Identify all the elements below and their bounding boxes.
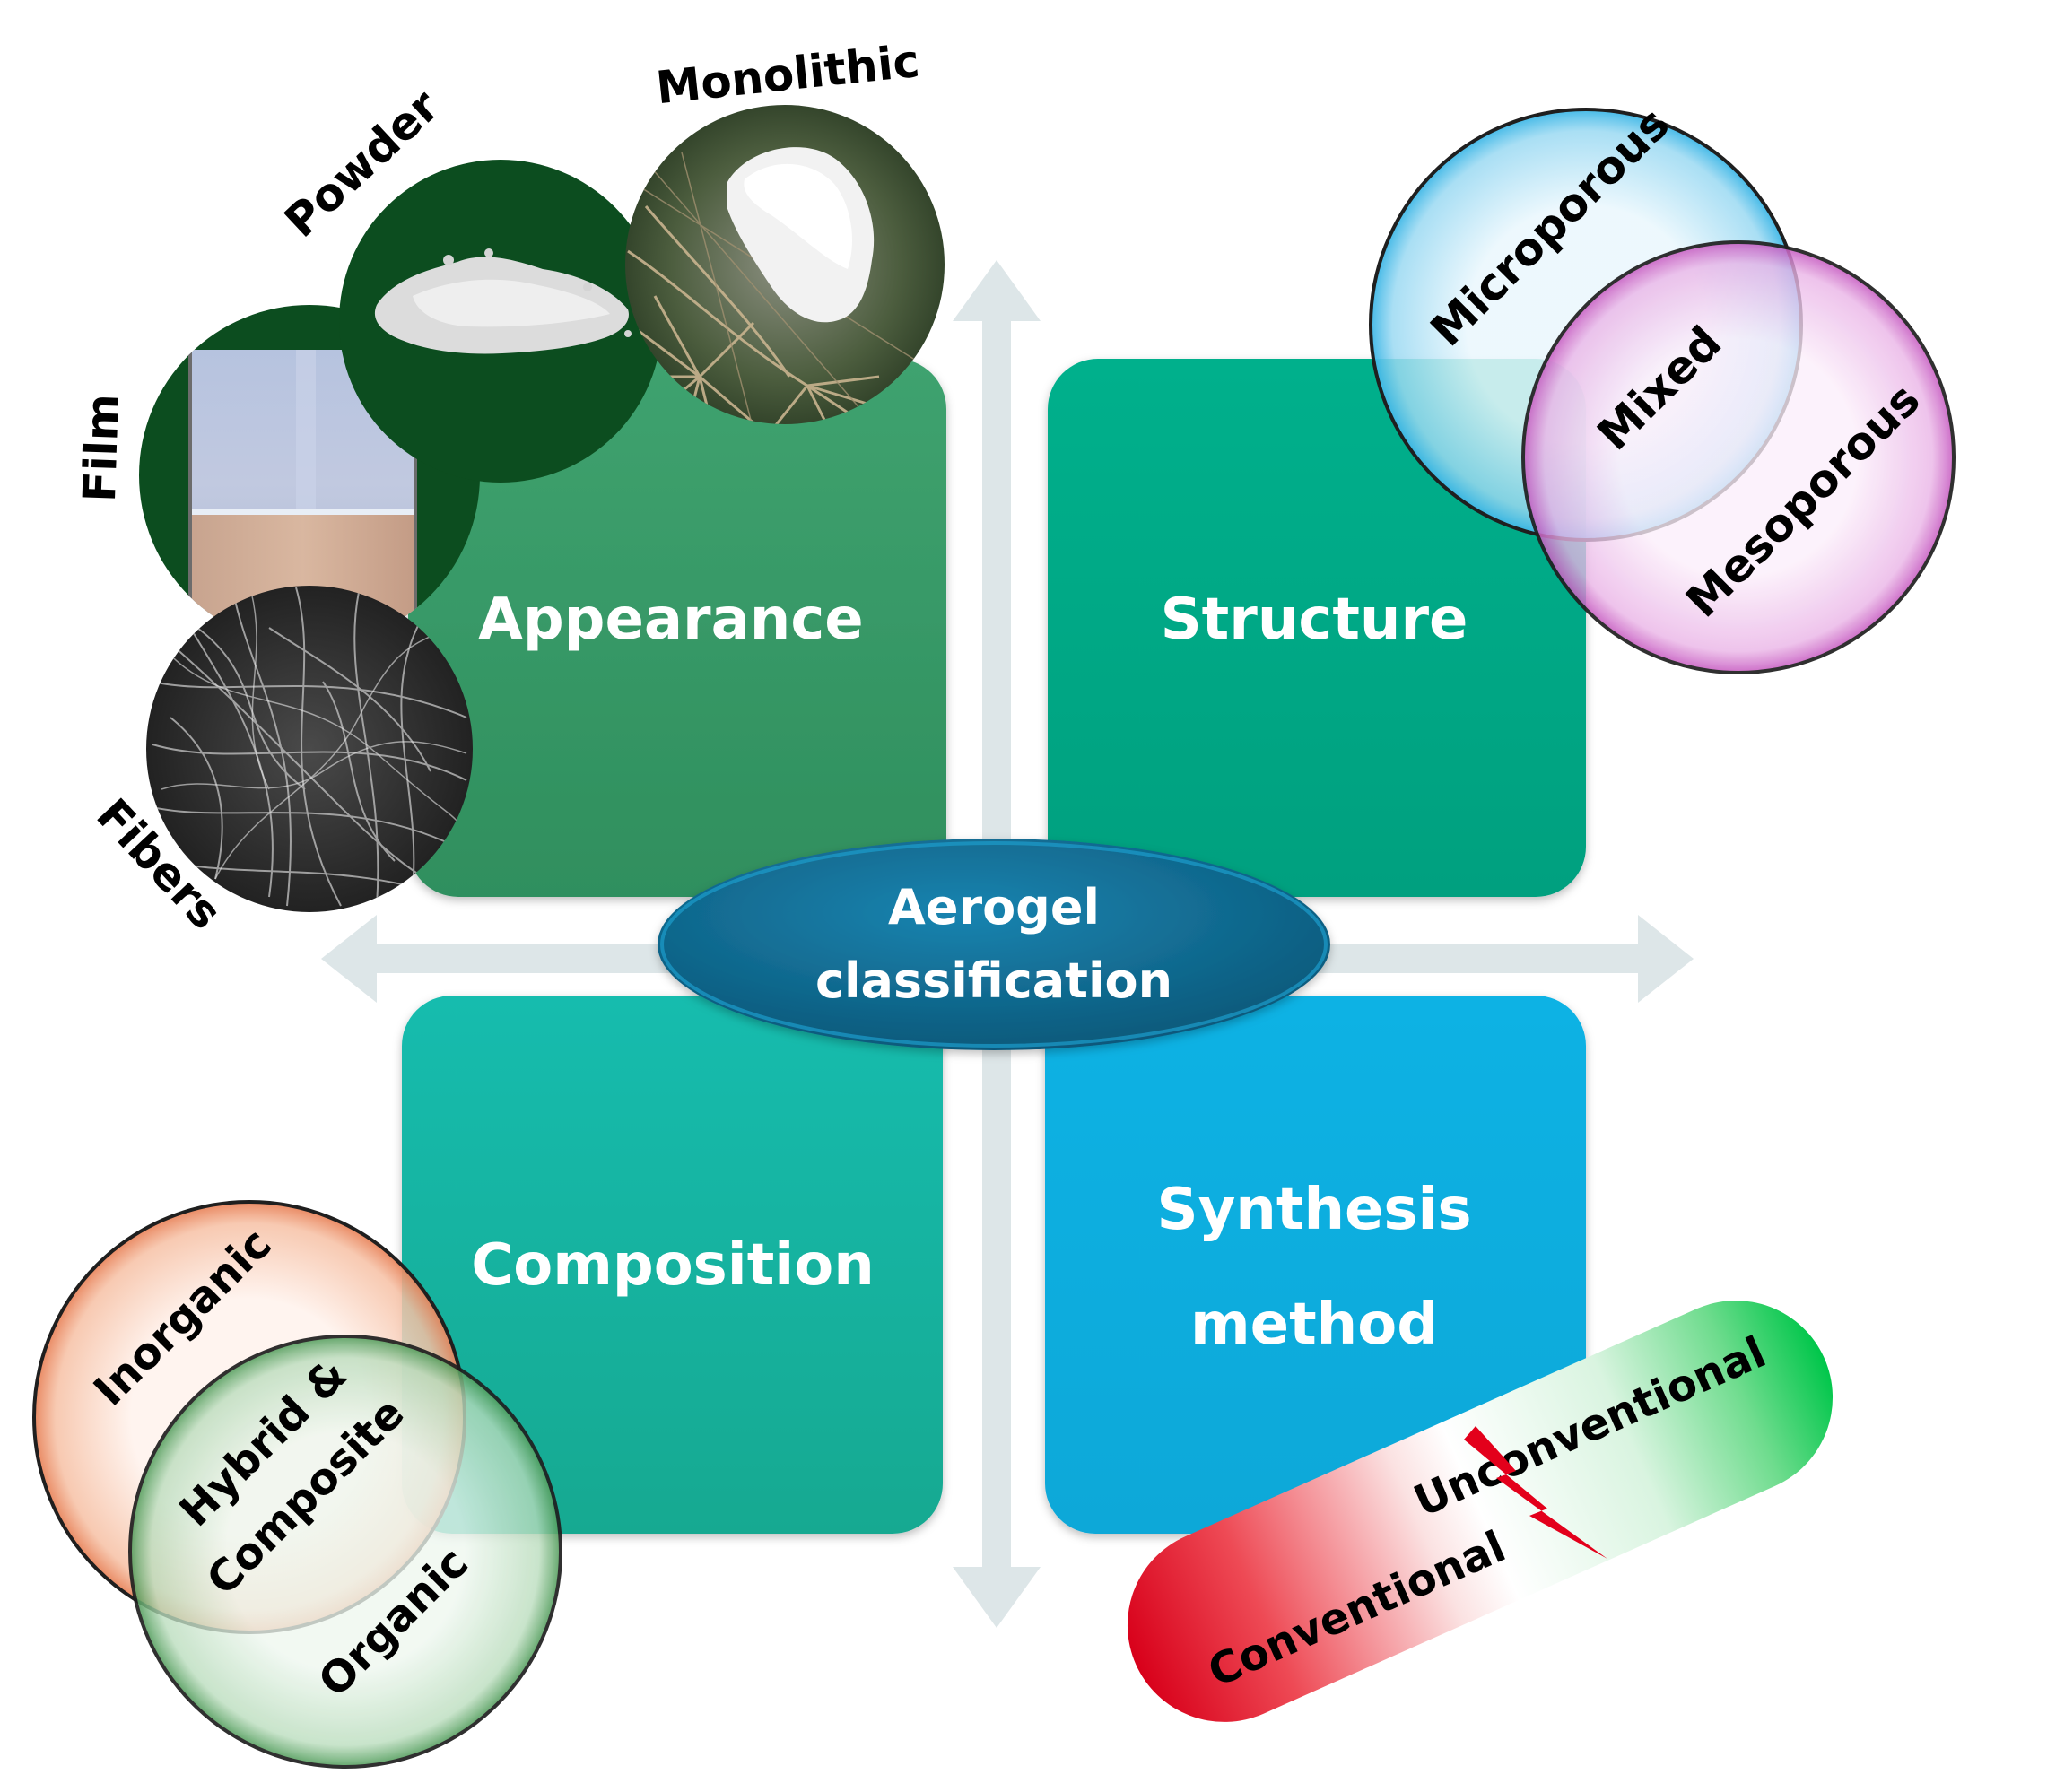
appearance-tile: Appearance: [408, 359, 946, 897]
powder-image: [339, 160, 662, 483]
synthesis-label-line1: Synthesis: [1156, 1177, 1471, 1243]
monolithic-label: Monolithic: [654, 35, 922, 114]
composition-tile: Composition: [402, 996, 943, 1534]
mesoporous-bubble: [1521, 240, 1956, 674]
film-label: Film: [74, 393, 129, 502]
lightning-bolt-icon: [1464, 1426, 1607, 1559]
center-ellipse: Aerogel classification: [658, 839, 1330, 1050]
structure-venn: Microporous Mixed Mesoporous: [1369, 98, 1956, 674]
organic-bubble: [128, 1335, 562, 1769]
center-title-line2: classification: [815, 953, 1172, 1009]
structure-label: Structure: [1161, 587, 1468, 653]
synthesis-tile: Synthesis method: [1045, 996, 1586, 1534]
appearance-label: Appearance: [478, 587, 863, 653]
composition-label: Composition: [471, 1232, 875, 1299]
fibers-image: [146, 586, 473, 912]
center-title-line1: Aerogel: [888, 879, 1100, 935]
composition-venn: Inorganic Hybrid & Composite Organic: [32, 1200, 562, 1769]
synthesis-label-line2: method: [1190, 1292, 1438, 1358]
